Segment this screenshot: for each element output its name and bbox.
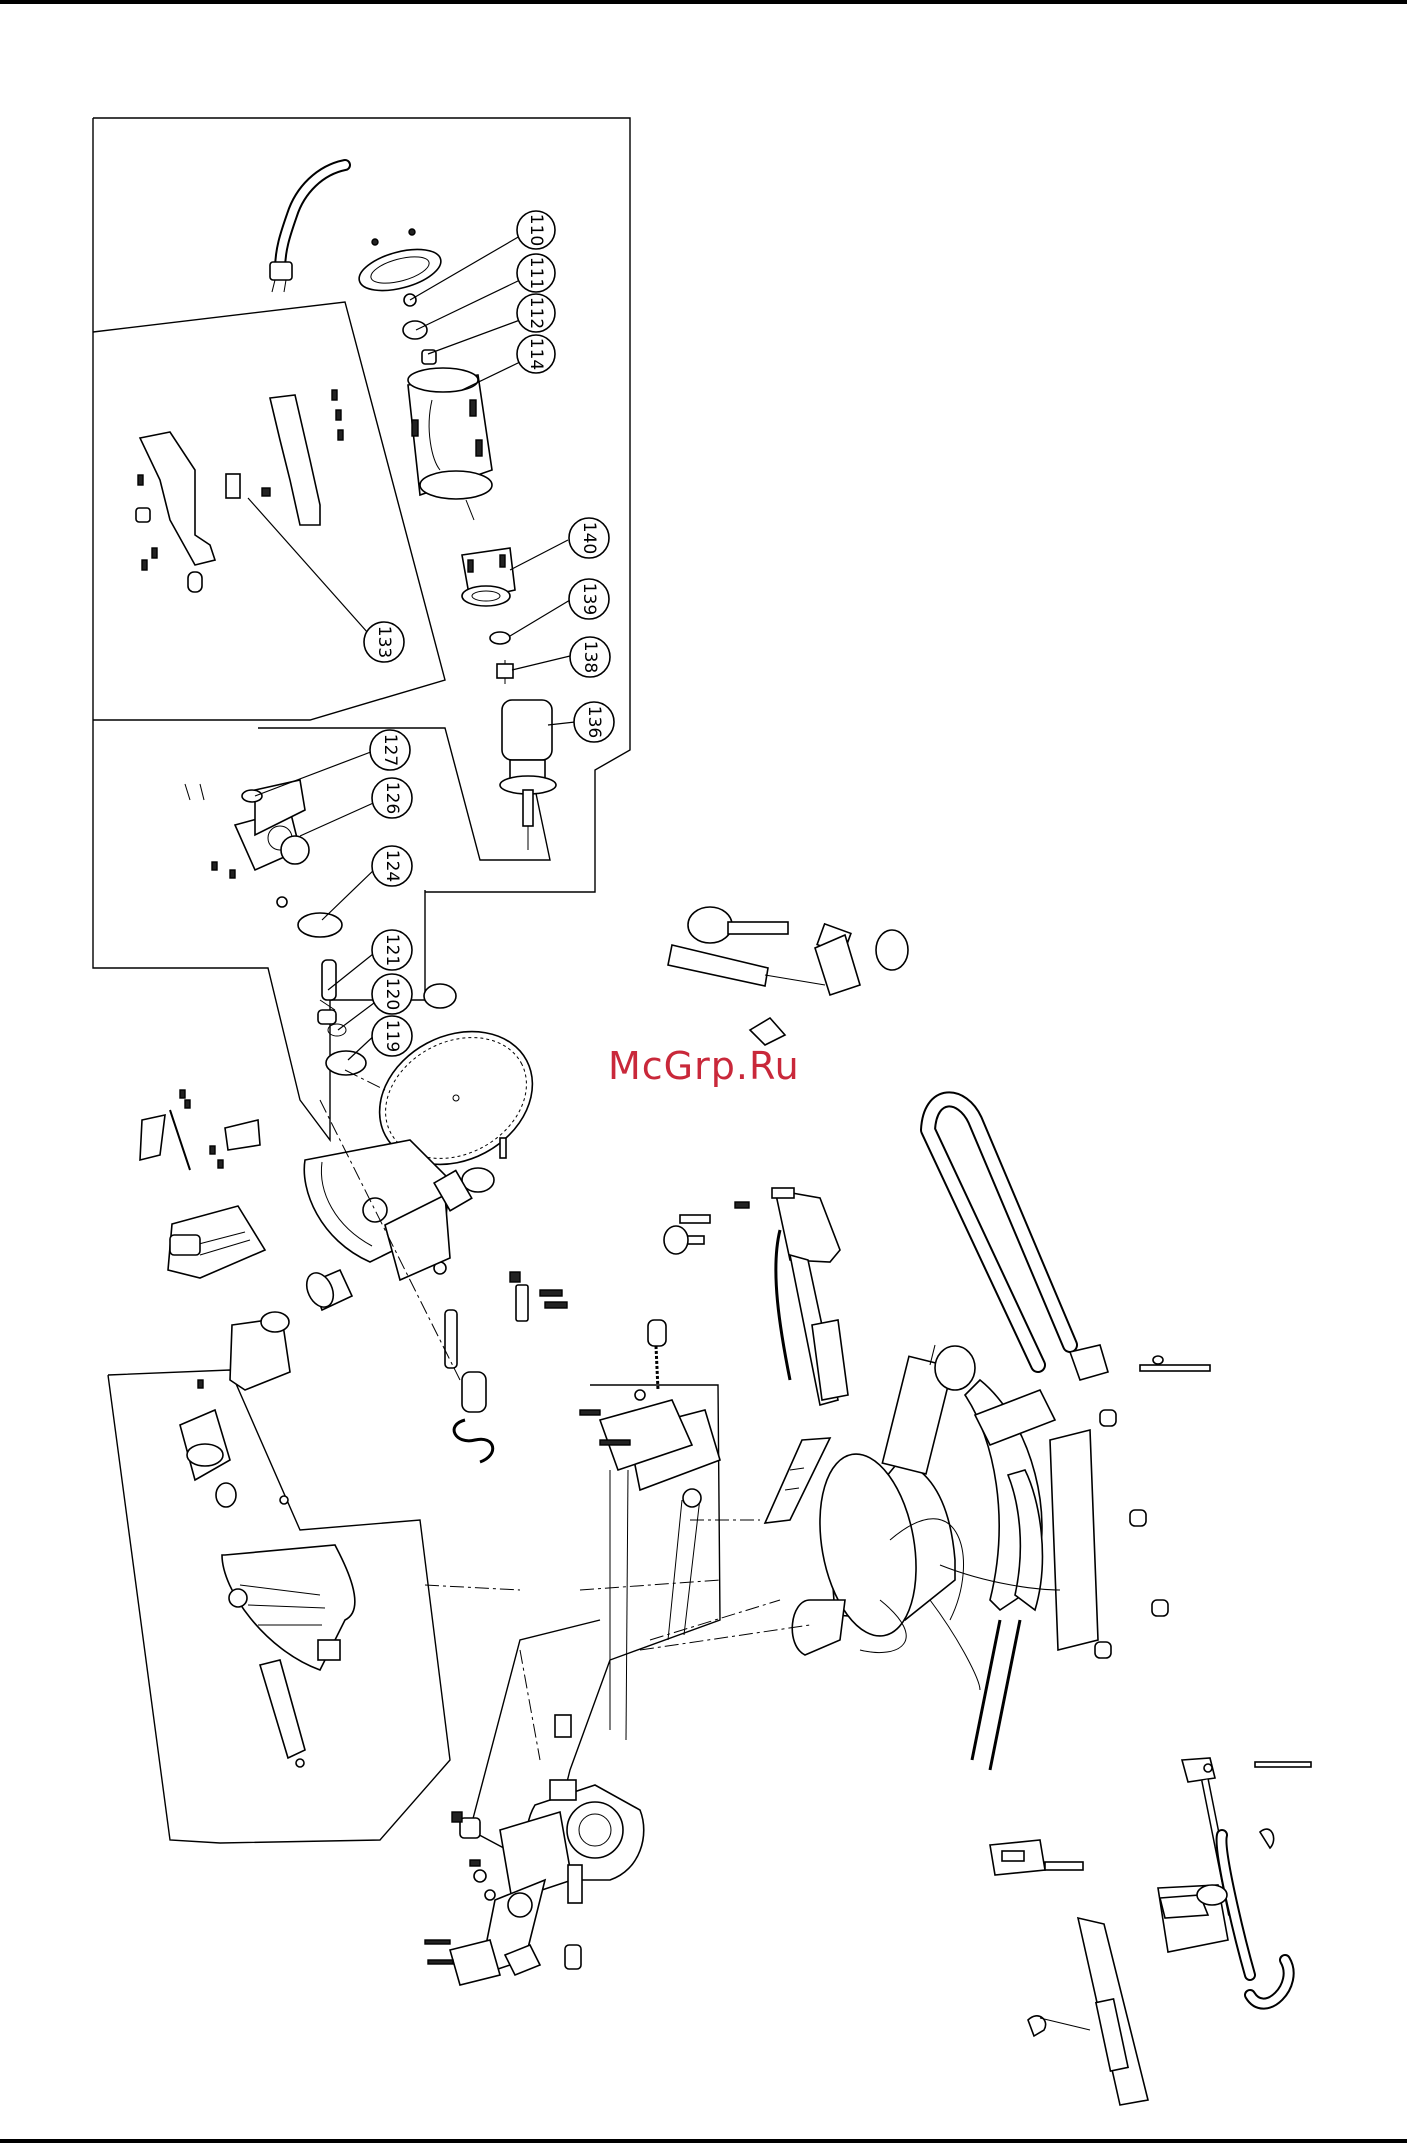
handle-halves: [136, 390, 343, 592]
washer-part: [298, 913, 342, 937]
callout-124: 124: [372, 846, 412, 886]
power-cord: [270, 165, 345, 292]
svg-text:126: 126: [382, 782, 402, 814]
callout-114: 114: [517, 335, 555, 373]
armature: [500, 700, 556, 850]
callout-120: 120: [372, 974, 412, 1014]
svg-text:139: 139: [579, 583, 599, 615]
fan-part: [497, 660, 513, 684]
lower-blade-guard: [222, 1545, 355, 1767]
brush-holder: [462, 548, 515, 606]
switch-handle: [140, 1090, 265, 1278]
miter-base: [792, 1446, 963, 1655]
callout-121: 121: [372, 930, 412, 970]
svg-text:112: 112: [526, 297, 546, 329]
svg-text:121: 121: [382, 934, 402, 966]
callout-138: 138: [570, 637, 610, 677]
svg-text:136: 136: [584, 706, 604, 738]
top-rule: [0, 0, 1407, 4]
svg-text:138: 138: [580, 641, 600, 673]
callout-139: 139: [569, 579, 609, 619]
callout-111: 111: [517, 254, 555, 292]
callout-133: 133: [364, 622, 404, 662]
blade-flange-outer: [424, 984, 456, 1008]
svg-text:124: 124: [382, 850, 402, 882]
fence-assembly: [664, 1188, 848, 1405]
gear-housing: [185, 780, 309, 907]
watermark-text: McGrp.Ru: [608, 1044, 808, 1100]
svg-text:110: 110: [526, 214, 546, 246]
svg-text:140: 140: [579, 522, 599, 554]
blade-flange: [326, 1051, 366, 1075]
callout-136: 136: [574, 702, 614, 742]
lower-guard-link: [180, 1380, 288, 1507]
pivot-shaft: [445, 1310, 493, 1462]
dust-bag-adapter: [230, 1312, 290, 1390]
turntable: [930, 1380, 1168, 1770]
callout-110: 110: [517, 211, 555, 249]
svg-text:111: 111: [526, 257, 546, 289]
svg-text:127: 127: [380, 734, 400, 766]
bottom-rule: [0, 2139, 1407, 2143]
svg-text:114: 114: [526, 338, 546, 370]
pivot-arm-casting: [425, 1715, 644, 1985]
callout-140: 140: [569, 518, 609, 558]
bevel-lock-knob: [668, 907, 908, 1045]
bearing-part: [403, 321, 427, 339]
svg-text:120: 120: [382, 978, 402, 1010]
spindle-shaft: [318, 960, 336, 1024]
callout-127: 127: [370, 730, 410, 770]
svg-text:119: 119: [382, 1020, 402, 1052]
motor-housing: [408, 368, 492, 520]
extension-bracket: [990, 1758, 1311, 2105]
dust-port: [302, 1269, 352, 1312]
carry-handle: [928, 1099, 1210, 1380]
hardware-screws: [510, 1272, 567, 1321]
svg-text:133: 133: [374, 626, 394, 658]
callout-112: 112: [517, 294, 555, 332]
callout-126: 126: [372, 778, 412, 818]
slide-rail-assembly: [580, 1320, 720, 1740]
callout-119: 119: [372, 1016, 412, 1056]
bevel-lever: [882, 1345, 975, 1474]
washer-part: [490, 632, 510, 644]
